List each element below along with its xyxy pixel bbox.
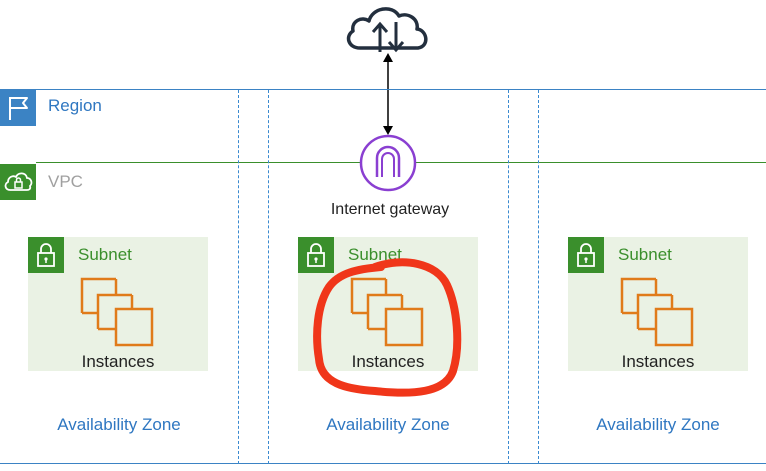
cloud-lock-icon xyxy=(4,172,33,191)
vpc-label: VPC xyxy=(48,172,83,191)
instances-label: Instances xyxy=(351,352,425,371)
subnet-lock-badge xyxy=(298,237,334,273)
red-annotation-circle xyxy=(313,258,462,397)
az-separator xyxy=(238,90,239,464)
instances-label: Instances xyxy=(621,352,695,371)
az-separator xyxy=(508,90,509,464)
region-bottom-border xyxy=(0,463,766,464)
subnet-2: Subnet Instances xyxy=(298,237,478,371)
subnet-lock-badge xyxy=(28,237,64,273)
subnet-1: Subnet Instances xyxy=(28,237,208,371)
vpc-badge xyxy=(0,164,36,200)
subnet-label: Subnet xyxy=(618,245,672,264)
instances-icon xyxy=(620,277,694,347)
lock-icon xyxy=(307,243,325,267)
az-label: Availability Zone xyxy=(57,415,181,434)
subnet-lock-badge xyxy=(568,237,604,273)
subnet-label: Subnet xyxy=(348,245,402,264)
subnet-3: Subnet Instances xyxy=(568,237,748,371)
az-separator xyxy=(538,90,539,464)
lock-icon xyxy=(577,243,595,267)
connection-arrow xyxy=(383,53,393,135)
instances-icon xyxy=(80,277,154,347)
region-flag-badge xyxy=(0,90,36,126)
lock-icon xyxy=(37,243,55,267)
internet-gateway-icon xyxy=(359,134,417,192)
internet-cloud-icon xyxy=(346,7,428,53)
az-separator xyxy=(268,90,269,464)
az-label: Availability Zone xyxy=(326,415,450,434)
instances-icon xyxy=(350,277,424,347)
subnet-label: Subnet xyxy=(78,245,132,264)
region-label: Region xyxy=(48,96,102,115)
az-label: Availability Zone xyxy=(596,415,720,434)
internet-gateway-label: Internet gateway xyxy=(330,201,450,218)
flag-icon xyxy=(9,97,28,120)
region-top-border xyxy=(0,89,766,90)
instances-label: Instances xyxy=(81,352,155,371)
